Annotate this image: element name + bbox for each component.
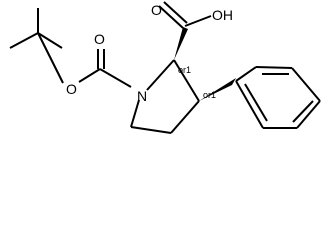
bond-c4-to-c5: [130, 126, 172, 134]
bond-c5-to-n: [130, 99, 140, 128]
bond-tbu-methyl-right: [37, 32, 63, 49]
molecule-structure: O O N O OH or1 or1: [9, 1, 321, 134]
bond-acid-c-o-double-2: [163, 1, 188, 24]
wedge-c3-to-phenyl: [199, 78, 236, 101]
bond-phenyl-2: [255, 66, 293, 69]
bond-phenyl-3: [291, 67, 321, 102]
c3-stereo-label: or1: [203, 90, 216, 100]
bond-phenyl-6: [235, 80, 264, 129]
bond-phenyl-inner-3: [244, 83, 268, 122]
wedge-c2-to-carboxyl: [174, 27, 188, 60]
hydroxyl-label: OH: [212, 7, 233, 23]
bond-acid-c-o-double-1: [158, 5, 184, 29]
bond-n-to-c2: [146, 59, 175, 91]
bond-group: [9, 1, 321, 134]
bond-tbu-methyl-left: [9, 32, 39, 49]
bond-c3-to-c4: [170, 100, 200, 134]
boc-carbonyl-oxygen-label: O: [94, 31, 105, 47]
bond-acid-c-to-oh: [184, 15, 212, 27]
bond-phenyl-inner-2: [292, 100, 314, 123]
bond-phenyl-4: [296, 100, 321, 129]
bond-carbonyl-c-to-nitrogen: [99, 68, 132, 88]
bond-phenyl-1: [235, 66, 257, 82]
acid-carbonyl-oxygen-label: O: [151, 2, 162, 18]
ester-oxygen-label: O: [66, 81, 77, 97]
bond-c2-to-c3: [173, 59, 200, 102]
bond-tbu-to-ester-o: [37, 32, 64, 84]
c2-stereo-label: or1: [178, 65, 191, 75]
bond-ester-o-to-carbonyl-c: [78, 68, 101, 83]
atom-label-group: O O N O OH or1 or1: [66, 2, 233, 104]
ring-nitrogen-label: N: [137, 88, 147, 104]
